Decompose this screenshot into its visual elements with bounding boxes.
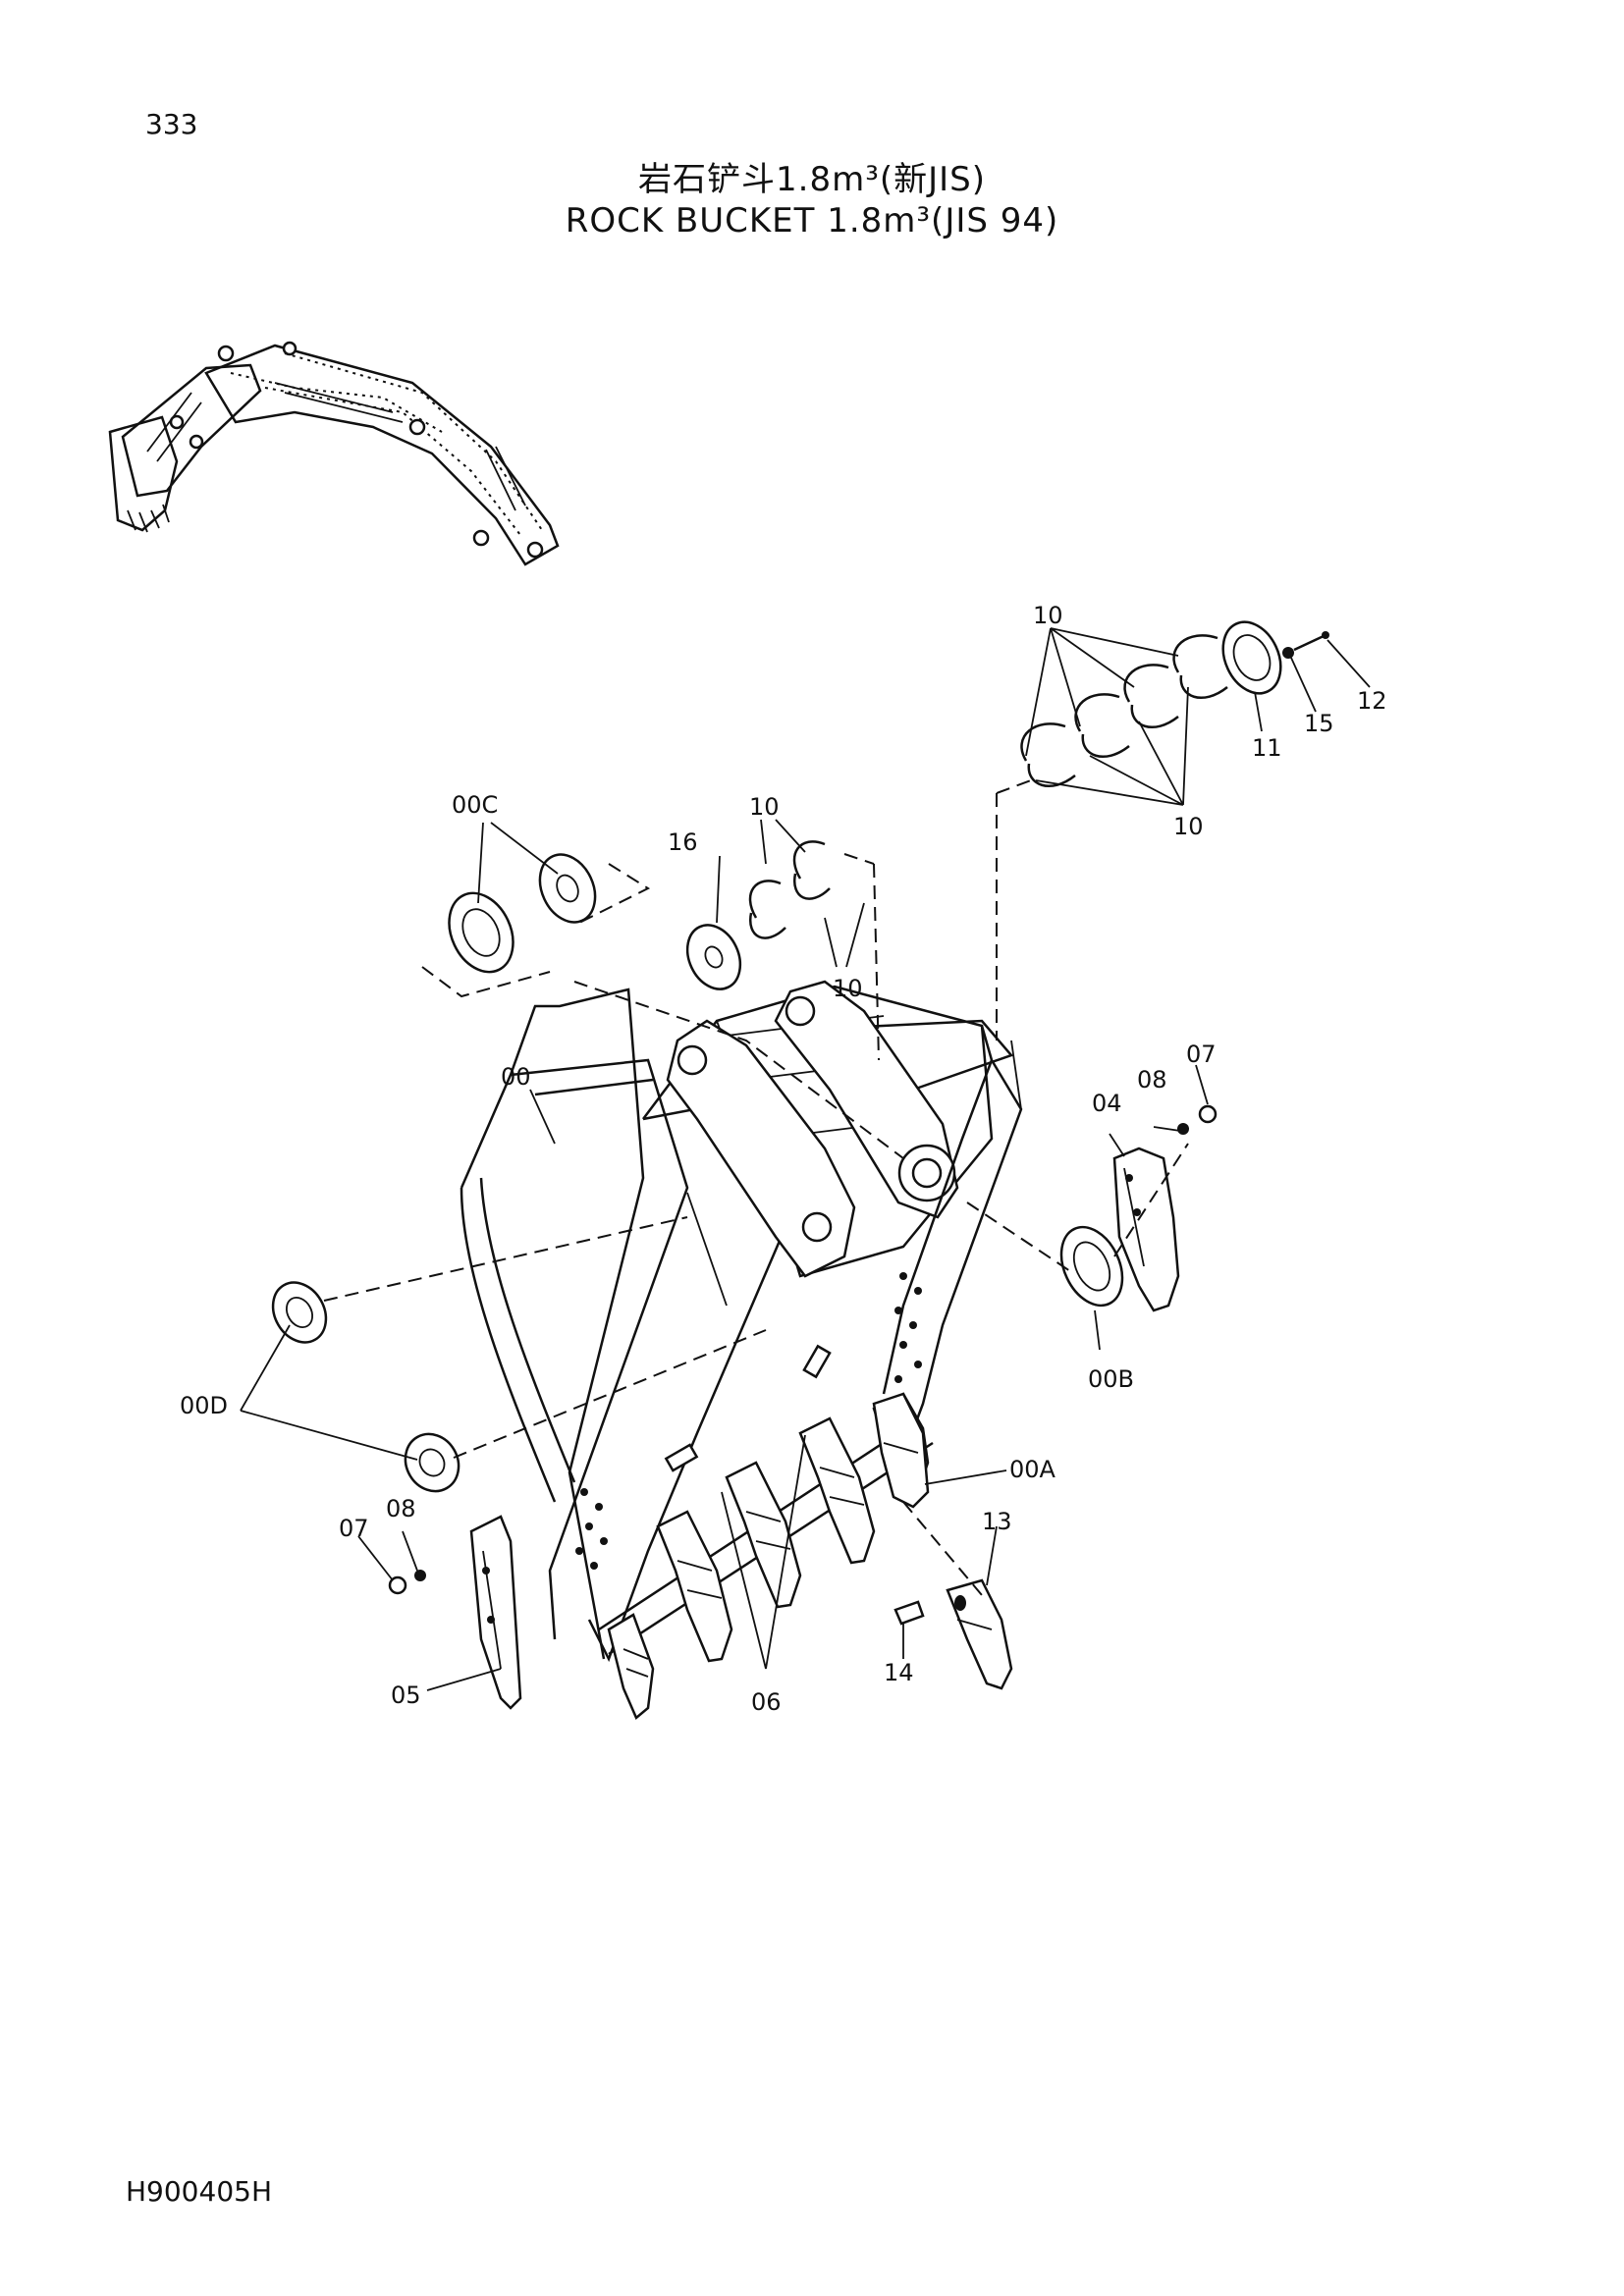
callout-10-upper-top: 10: [1033, 602, 1063, 629]
callout-12: 12: [1357, 687, 1387, 715]
callout-00: 00: [501, 1063, 531, 1091]
washer-15[interactable]: [1282, 647, 1294, 659]
callout-10-upper-bottom: 10: [1173, 813, 1204, 840]
callout-14: 14: [884, 1659, 914, 1686]
callout-10-center-top: 10: [749, 793, 780, 821]
callout-07-right: 07: [1186, 1041, 1217, 1068]
bolt-12[interactable]: [1293, 631, 1329, 652]
callout-08-left: 08: [386, 1495, 416, 1522]
page-number: 333: [145, 108, 198, 140]
washer-08-right[interactable]: [1177, 1123, 1189, 1135]
bolt-holes: [575, 1272, 922, 1570]
seal-00C-rear[interactable]: [529, 845, 606, 931]
callout-10-center-bottom: 10: [833, 975, 863, 1002]
leader-lines: [240, 627, 1371, 1691]
callout-00A: 00A: [1009, 1456, 1056, 1483]
title-english: ROCK BUCKET 1.8m³(JIS 94): [565, 201, 1059, 240]
callout-04: 04: [1092, 1090, 1122, 1117]
bucket-tooth-4[interactable]: [798, 1416, 876, 1565]
callout-08-right: 08: [1137, 1066, 1167, 1094]
document-code: H900405H: [126, 2175, 272, 2208]
excavator-inset-illustration: [108, 341, 560, 566]
callout-00B: 00B: [1088, 1365, 1134, 1393]
callout-00D: 00D: [180, 1392, 228, 1419]
side-cutter-05[interactable]: [469, 1515, 522, 1710]
nut-07-left[interactable]: [388, 1575, 407, 1595]
washer-16[interactable]: [677, 917, 750, 998]
callout-16: 16: [668, 828, 698, 856]
callout-11: 11: [1252, 734, 1282, 762]
seal-00B[interactable]: [1050, 1217, 1134, 1315]
callout-05: 05: [391, 1682, 421, 1709]
callout-labels: 00C 00 16 10 10 10 10 11 15 12 07 08 04 …: [180, 602, 1387, 1716]
seal-00C-front[interactable]: [437, 882, 525, 982]
bucket-tooth-1[interactable]: [607, 1613, 655, 1721]
side-cutter-04[interactable]: [1112, 1147, 1180, 1312]
callout-15: 15: [1304, 710, 1334, 737]
callout-00C: 00C: [452, 791, 498, 819]
tooth-pin-14[interactable]: [893, 1600, 925, 1626]
seal-00D-lower[interactable]: [395, 1424, 468, 1501]
washer-08-left[interactable]: [414, 1570, 426, 1581]
alignment-lines: [323, 779, 1189, 1596]
rock-bucket-body: [460, 980, 1023, 1663]
title-chinese: 岩石铲斗1.8m³(新JIS): [638, 160, 986, 199]
callout-07-left: 07: [339, 1515, 369, 1542]
shims-10-center[interactable]: [748, 840, 831, 939]
callout-06: 06: [751, 1688, 782, 1716]
replacement-tooth-13[interactable]: [946, 1578, 1013, 1690]
bucket-tooth-2[interactable]: [656, 1510, 733, 1663]
plate-11[interactable]: [1212, 613, 1291, 703]
tooth-adapter-00A[interactable]: [872, 1392, 930, 1509]
seal-00D-upper[interactable]: [262, 1273, 336, 1352]
shims-10-upper[interactable]: [1020, 634, 1228, 788]
nut-07-right[interactable]: [1198, 1104, 1218, 1124]
callout-13: 13: [982, 1508, 1012, 1535]
